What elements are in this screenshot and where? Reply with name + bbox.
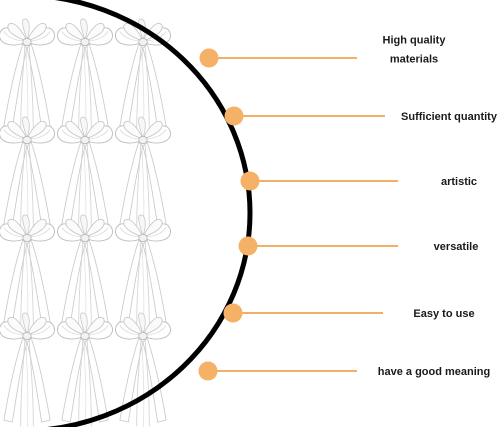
feature-label-line: Sufficient quantity [401,111,498,123]
bow-grid [0,18,171,431]
feature-label: Easy to use [413,308,474,320]
feature-versatile: versatile [238,236,479,256]
feature-label: artistic [441,176,477,188]
feature-high-quality: High quality materials [199,35,447,68]
feature-label-line: materials [390,54,438,66]
bullet-dot [224,106,244,126]
bow-image [0,312,55,431]
feature-label-line: artistic [441,176,477,188]
feature-label: High quality materials [383,35,447,66]
bow-image [57,312,113,431]
bullet-dot [198,361,218,381]
feature-label: have a good meaning [378,366,490,378]
bullet-dot [199,48,219,68]
feature-label-line: Easy to use [413,308,474,320]
feature-label: Sufficient quantity [401,111,498,123]
feature-good-meaning: have a good meaning [198,361,490,381]
bullet-dot [223,303,243,323]
feature-label-line: have a good meaning [378,366,490,378]
bullet-dot [238,236,258,256]
feature-label-line: High quality [383,35,447,47]
feature-sufficient-quantity: Sufficient quantity [224,106,498,126]
feature-easy-to-use: Easy to use [223,303,475,323]
feature-artistic: artistic [240,171,477,191]
bullet-dot [240,171,260,191]
feature-label-line: versatile [434,241,479,253]
feature-label: versatile [434,241,479,253]
